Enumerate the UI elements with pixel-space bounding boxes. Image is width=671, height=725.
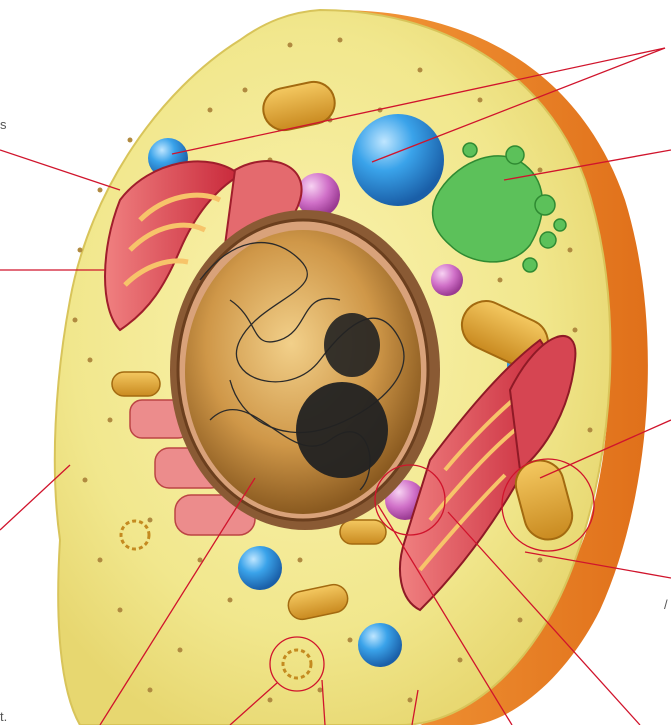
vacuole-icon: [352, 114, 444, 206]
cut-off-label-fragment: s: [0, 118, 7, 131]
mitochondrion-icon: [340, 520, 386, 544]
cut-off-label-fragment: t.: [0, 710, 7, 723]
lysosome-icon: [431, 264, 463, 296]
mitochondrion-icon: [112, 372, 160, 396]
cut-off-label-fragment: /: [664, 598, 668, 611]
vacuole-icon: [238, 546, 282, 590]
vacuole-icon: [358, 623, 402, 667]
leader-line: [0, 150, 120, 190]
nucleus-icon: [170, 210, 440, 530]
